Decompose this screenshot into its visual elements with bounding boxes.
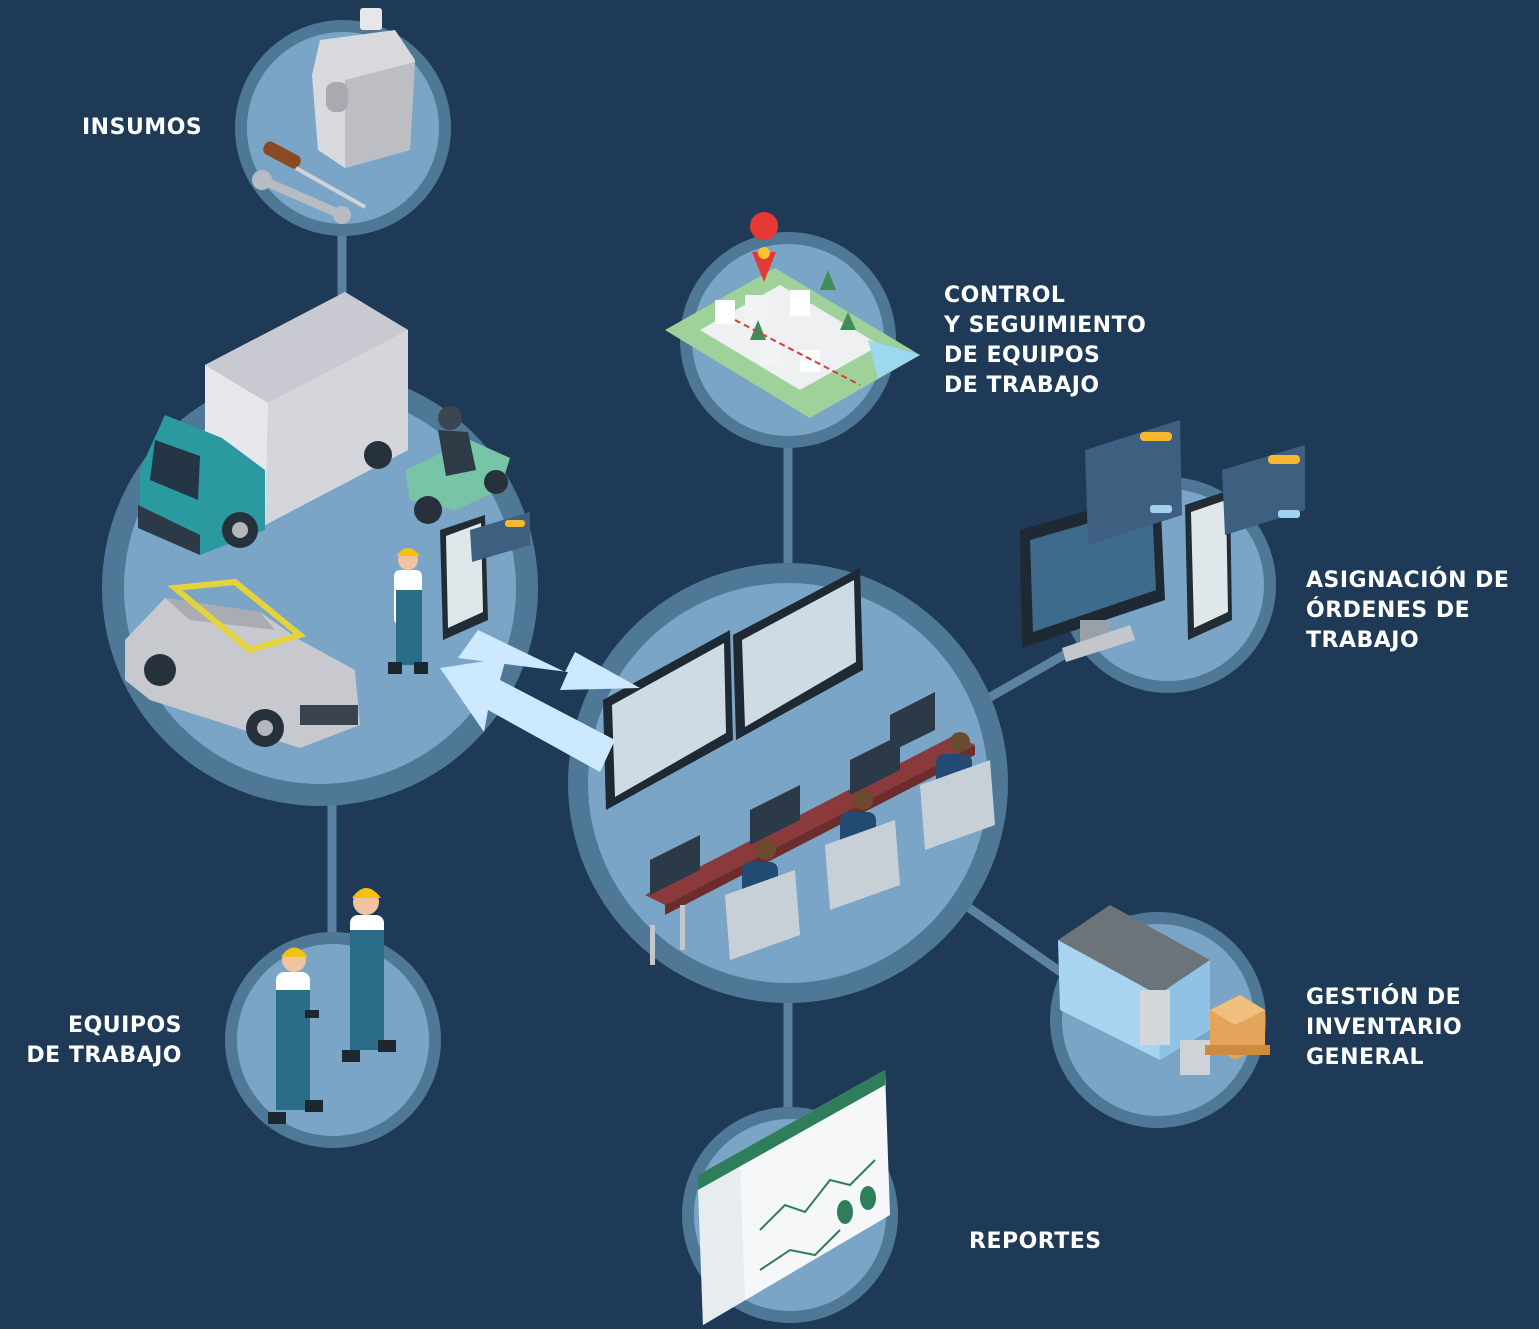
flow-arrows (440, 630, 640, 772)
node-hub (568, 563, 1008, 1003)
label-asignacion: ASIGNACIÓN DE ÓRDENES DE TRABAJO (1306, 566, 1509, 656)
label-gestion-line-2: INVENTARIO (1306, 1015, 1463, 1040)
node-equipos-disc (237, 944, 429, 1136)
node-control (665, 212, 920, 448)
node-asignacion (1020, 420, 1305, 693)
label-gestion-line-1: GESTIÓN DE (1306, 985, 1462, 1010)
label-asignacion-line-2: ÓRDENES DE (1306, 598, 1471, 623)
label-asignacion-line-1: ASIGNACIÓN DE (1306, 568, 1510, 593)
label-gestion: GESTIÓN DE INVENTARIO GENERAL (1306, 983, 1462, 1073)
node-equipos (225, 888, 441, 1148)
label-asignacion-line-3: TRABAJO (1306, 628, 1420, 653)
city-map-pin-icon (665, 212, 920, 418)
label-control-line-2: Y SEGUIMIENTO (944, 313, 1147, 338)
label-control-line-1: CONTROL (944, 283, 1066, 308)
label-control-line-3: DE EQUIPOS (944, 343, 1101, 368)
node-gestion (1050, 905, 1270, 1128)
label-equipos-line-1: EQUIPOS (68, 1013, 182, 1038)
label-equipos-line-2: DE TRABAJO (26, 1043, 182, 1068)
label-equipos: EQUIPOS DE TRABAJO (0, 1011, 182, 1071)
truck-car-scooter-worker-icon (125, 292, 530, 748)
warehouse-boxes-icon (1058, 905, 1270, 1075)
arrow-to-hub (458, 630, 640, 690)
control-room-icon (603, 568, 995, 965)
label-insumos-line-1: INSUMOS (82, 115, 203, 140)
label-insumos: INSUMOS (82, 113, 202, 143)
workers-icon (268, 888, 396, 1124)
node-insumos (235, 8, 451, 236)
node-fleet (102, 292, 538, 806)
label-gestion-line-3: GENERAL (1306, 1045, 1425, 1070)
monitor-phone-cards-icon (1020, 420, 1305, 662)
label-reportes-line-1: REPORTES (969, 1229, 1102, 1254)
label-reportes: REPORTES (969, 1227, 1102, 1257)
label-control: CONTROL Y SEGUIMIENTO DE EQUIPOS DE TRAB… (944, 281, 1146, 401)
connector-hub-gestion (962, 901, 1068, 979)
dashboard-report-icon (698, 1070, 890, 1325)
toolbox-wrench-screwdriver-icon (252, 8, 415, 224)
node-reportes (682, 1070, 898, 1325)
label-control-line-4: DE TRABAJO (944, 373, 1100, 398)
arrow-to-fleet (440, 658, 615, 772)
